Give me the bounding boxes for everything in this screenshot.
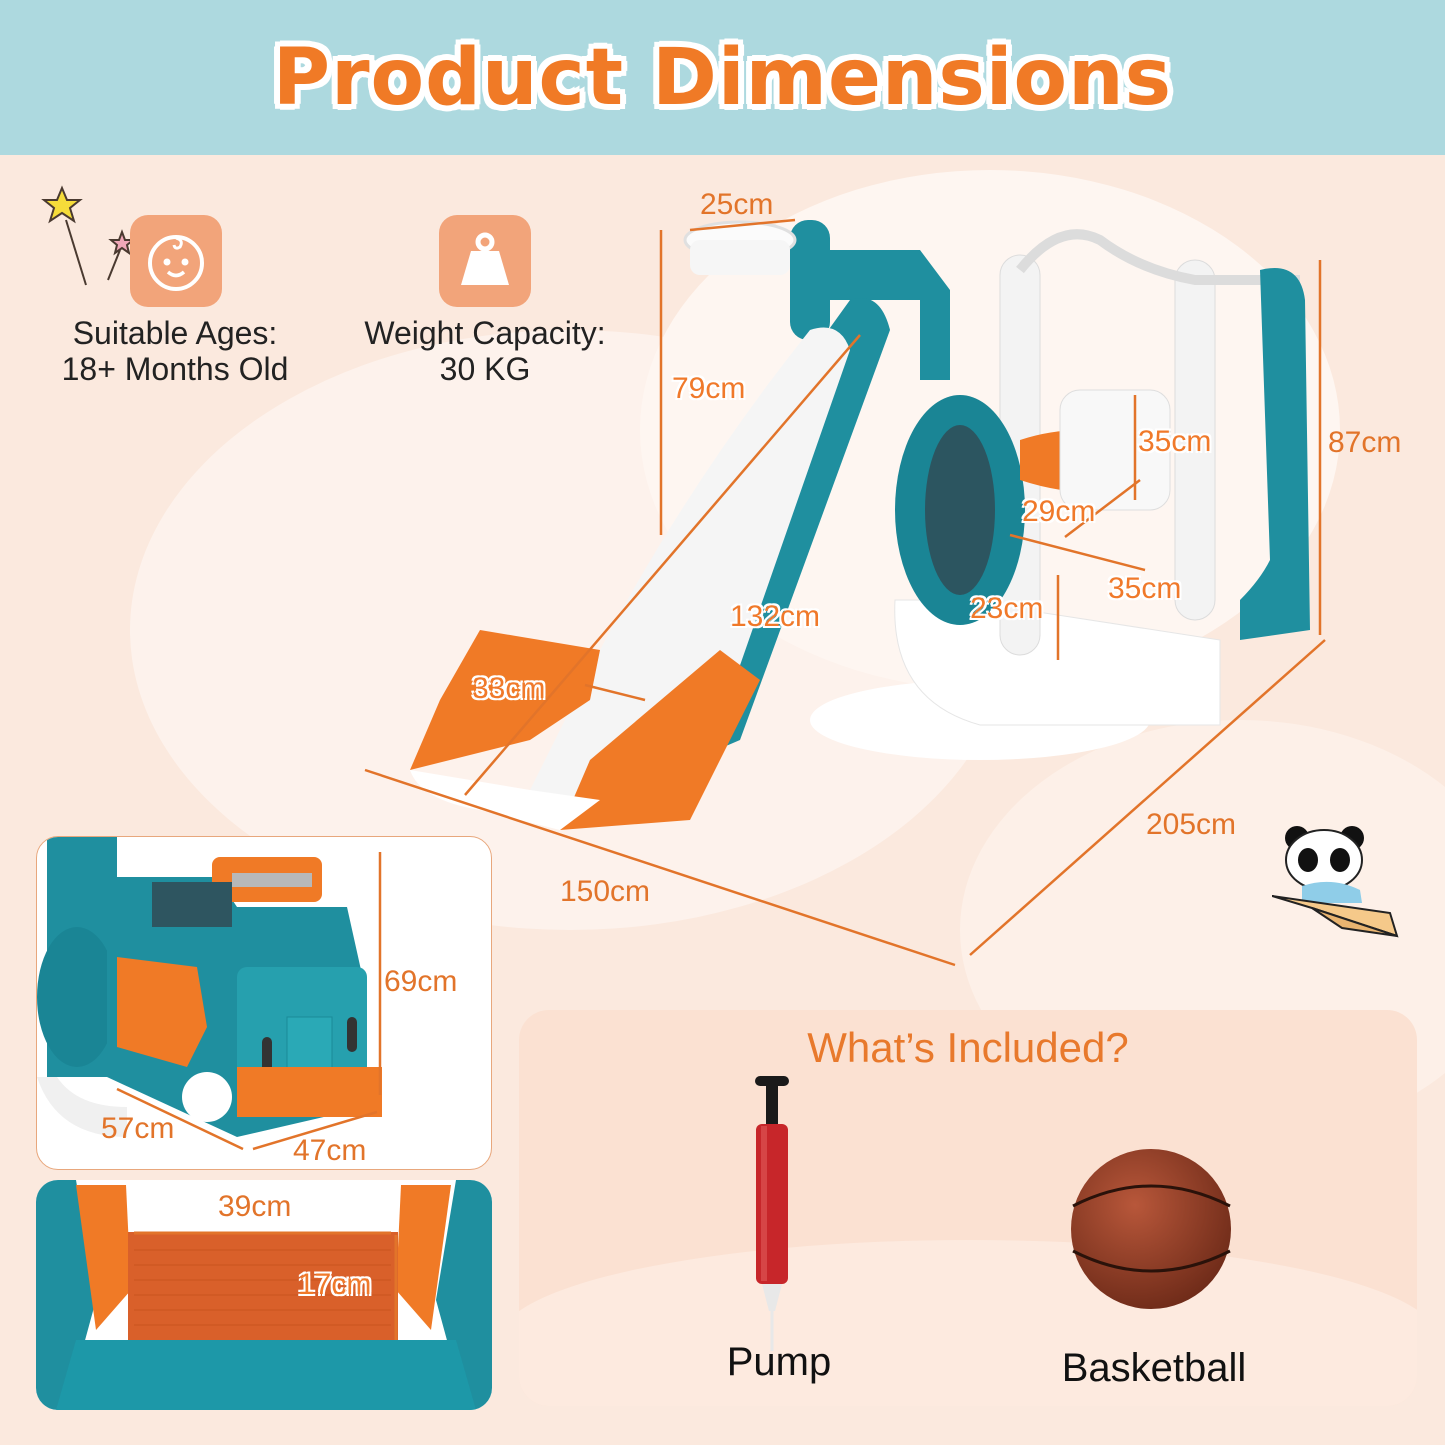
feature-weight-capacity: Weight Capacity: 30 KG — [335, 215, 635, 387]
dim-step-width: 39cm — [218, 1190, 292, 1223]
playset-drawing — [410, 220, 1310, 830]
dim-truck-width: 47cm — [293, 1134, 367, 1167]
dim-total-height: 87cm — [1328, 426, 1402, 459]
panda-paper-plane-icon — [1272, 826, 1399, 938]
dim-swing-seat-depth: 29cm — [1022, 495, 1096, 528]
dim-swing-seat-width: 35cm — [1108, 572, 1182, 605]
step-dimension-arrows — [134, 1231, 398, 1340]
page-title: Product Dimensions — [272, 32, 1173, 123]
slide-swing-illustration: 25cm 79cm 132cm 33cm 35cm 29cm 35cm 23cm… — [360, 180, 1440, 980]
dim-slide-width: 33cm — [472, 672, 546, 705]
dim-swing-back-height: 35cm — [1138, 425, 1212, 458]
truck-dimensions-inset: 69cm 57cm 47cm — [36, 836, 492, 1170]
dim-slide-length: 132cm — [730, 600, 821, 633]
pump-icon — [755, 1076, 789, 1351]
decorative-wave — [519, 1240, 1417, 1406]
ages-label: Suitable Ages: — [72, 315, 278, 351]
weight-value: 30 KG — [439, 351, 531, 387]
dim-truck-height: 69cm — [384, 965, 458, 998]
whats-included-panel: What’s Included? Pump Basketball — [519, 1010, 1417, 1406]
dim-step-height: 17cm — [298, 1268, 372, 1301]
weight-icon — [439, 215, 531, 307]
header-banner: Product Dimensions — [0, 0, 1445, 155]
dim-hoop-width: 25cm — [700, 188, 774, 221]
step-dimensions-inset: 39cm 17cm — [36, 1180, 492, 1410]
ages-value: 18+ Months Old — [61, 351, 289, 387]
dim-truck-depth: 57cm — [101, 1112, 175, 1145]
truck-dimension-arrows — [116, 852, 382, 1151]
truck-drawing — [37, 837, 382, 1137]
step-drawing — [36, 1180, 492, 1410]
included-item-basketball: Basketball — [1061, 1346, 1247, 1390]
dim-total-width: 150cm — [560, 875, 651, 908]
weight-label: Weight Capacity: — [364, 315, 606, 351]
basketball-icon — [1071, 1149, 1231, 1309]
dim-slide-height: 79cm — [672, 372, 746, 405]
whats-included-title: What’s Included? — [807, 1024, 1129, 1071]
baby-face-icon — [130, 215, 222, 307]
dimension-arrows — [364, 218, 1326, 967]
dim-total-length: 205cm — [1146, 808, 1237, 841]
star-wand-icon — [41, 185, 136, 286]
included-item-pump: Pump — [726, 1340, 832, 1384]
feature-suitable-ages: Suitable Ages: 18+ Months Old — [30, 215, 320, 387]
dim-swing-seat-height: 23cm — [970, 592, 1044, 625]
